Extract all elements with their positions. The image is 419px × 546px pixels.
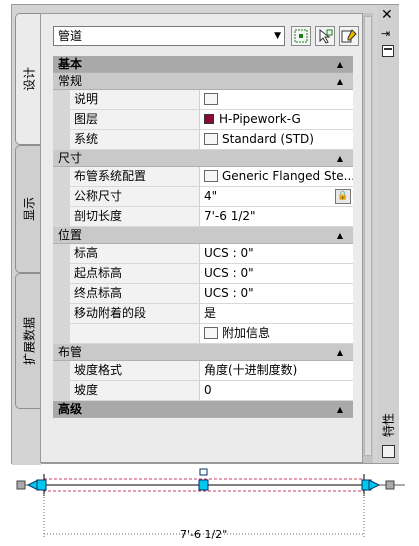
property-row-cut-length[interactable]: 剖切长度 7'-6 1/2" xyxy=(53,207,353,227)
property-row-layer[interactable]: 图层 H-Pipework-G xyxy=(53,110,353,130)
property-row-slope[interactable]: 坡度 0 xyxy=(53,381,353,401)
property-row-move-attached[interactable]: 移动附着的段 是 xyxy=(53,304,353,324)
dropdown-arrow-icon: ▼ xyxy=(274,31,281,41)
collapse-icon: ▲ xyxy=(336,231,343,240)
grip-middle xyxy=(198,479,209,491)
collapse-icon: ▲ xyxy=(336,405,343,414)
layer-color-swatch xyxy=(204,114,214,124)
additional-info-icon xyxy=(204,327,218,339)
side-tabs: 设计 显示 扩展数据 xyxy=(12,5,41,465)
vertical-scrollbar[interactable] xyxy=(363,13,373,463)
category-advanced[interactable]: 高级▲ xyxy=(53,401,353,418)
property-grid: 基本▲ 常规▲ 说明 图层 H-Pipework-G 系统 Standard (… xyxy=(53,56,353,418)
property-row-nominal-size[interactable]: 公称尺寸 4"🔒 xyxy=(53,187,353,207)
description-icon xyxy=(204,93,218,105)
category-location[interactable]: 位置▲ xyxy=(53,227,353,244)
system-icon xyxy=(204,133,218,145)
grip-arrow-right xyxy=(368,479,381,491)
properties-palette: 设计 显示 扩展数据 管道 ▼ 基本▲ 常规▲ 说明 xyxy=(11,4,399,465)
close-icon[interactable]: ✕ xyxy=(381,7,393,23)
property-row-additional-info[interactable]: 附加信息 xyxy=(53,324,353,344)
collapse-icon: ▲ xyxy=(336,60,343,69)
dimension-label: 7'-6 1/2" xyxy=(180,528,228,541)
tab-display[interactable]: 显示 xyxy=(15,145,41,273)
property-row-system[interactable]: 系统 Standard (STD) xyxy=(53,130,353,150)
tab-design[interactable]: 设计 xyxy=(15,13,41,145)
drawing-area[interactable]: 7'-6 1/2" xyxy=(0,464,419,543)
property-row-slope-format[interactable]: 坡度格式 角度(十进制度数) xyxy=(53,361,353,381)
lock-icon[interactable]: 🔒 xyxy=(335,189,351,204)
collapse-icon: ▲ xyxy=(336,77,343,86)
end-marker-right xyxy=(385,480,395,490)
category-general[interactable]: 常规▲ xyxy=(53,73,353,90)
property-row-elevation[interactable]: 标高 UCS : 0" xyxy=(53,244,353,264)
property-row-description[interactable]: 说明 xyxy=(53,90,353,110)
toggle-pickadd-icon[interactable] xyxy=(291,26,311,46)
end-marker-left xyxy=(16,480,26,490)
property-row-config[interactable]: 布管系统配置 Generic Flanged Ste... xyxy=(53,167,353,187)
palette-title-strip: ✕ ⇥ 特性 xyxy=(377,5,399,463)
palette-options-icon[interactable] xyxy=(382,445,395,458)
category-basic[interactable]: 基本▲ xyxy=(53,56,353,73)
object-type-select[interactable]: 管道 ▼ xyxy=(53,26,285,46)
property-row-start-elevation[interactable]: 起点标高 UCS : 0" xyxy=(53,264,353,284)
quick-select-icon[interactable] xyxy=(339,26,359,46)
tab-extended-data[interactable]: 扩展数据 xyxy=(15,273,41,409)
collapse-icon: ▲ xyxy=(336,154,343,163)
pipe-drawing xyxy=(16,468,405,538)
config-icon xyxy=(204,170,218,182)
category-dimensions[interactable]: 尺寸▲ xyxy=(53,150,353,167)
scroll-thumb[interactable] xyxy=(364,16,372,456)
properties-panel: 管道 ▼ 基本▲ 常规▲ 说明 图层 H xyxy=(40,13,363,463)
properties-menu-icon[interactable] xyxy=(382,45,394,57)
select-objects-icon[interactable] xyxy=(315,26,335,46)
autohide-icon[interactable]: ⇥ xyxy=(381,27,391,40)
grip-left xyxy=(36,479,47,491)
collapse-icon: ▲ xyxy=(336,348,343,357)
category-routing[interactable]: 布管▲ xyxy=(53,344,353,361)
palette-title: 特性 xyxy=(381,412,396,438)
grip-top-marker xyxy=(199,468,208,476)
property-row-end-elevation[interactable]: 终点标高 UCS : 0" xyxy=(53,284,353,304)
